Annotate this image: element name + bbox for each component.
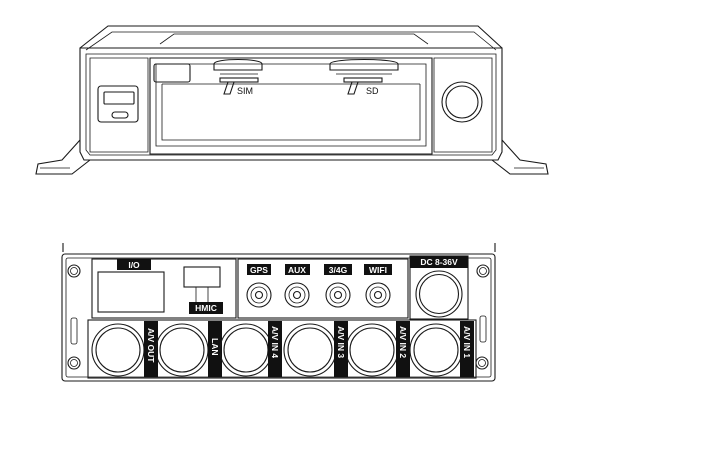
usb-port[interactable] <box>97 85 139 123</box>
aux-connector[interactable]: AUX <box>284 264 310 308</box>
wifi-label: WIFI <box>369 265 387 275</box>
lan-label: LAN <box>210 338 220 355</box>
sim-slot[interactable]: SIM <box>213 58 263 97</box>
av-in3-label: A/V IN 3 <box>336 326 346 358</box>
io-port[interactable]: I/O <box>97 259 165 313</box>
gps-label: GPS <box>250 265 268 275</box>
sd-slot[interactable]: SD <box>329 59 399 97</box>
dc-label: DC 8-36V <box>420 257 458 267</box>
front-panel-view: SIM SD <box>35 25 549 175</box>
screw-top-right <box>476 264 490 278</box>
g34-label: 3/4G <box>329 265 348 275</box>
av-in3-connector[interactable]: A/V IN 3 <box>283 321 348 377</box>
hmic-label: HMIC <box>195 303 217 313</box>
g34-connector[interactable]: 3/4G <box>324 264 352 308</box>
rear-panel-view: I/O HMIC GPS AUX 3/4G WIFI <box>61 243 496 382</box>
io-label: I/O <box>128 260 140 270</box>
screw-top-left <box>67 264 81 278</box>
dc-power-connector[interactable]: DC 8-36V <box>409 255 469 320</box>
av-in1-label: A/V IN 1 <box>462 326 472 358</box>
screw-bottom-right <box>475 356 489 370</box>
av-in4-connector[interactable]: A/V IN 4 <box>219 321 282 377</box>
aux-label: AUX <box>288 265 306 275</box>
hmic-port[interactable]: HMIC <box>183 266 223 314</box>
screw-bottom-left <box>67 356 81 370</box>
front-round-connector[interactable] <box>441 81 483 123</box>
av-in2-label: A/V IN 2 <box>398 326 408 358</box>
av-out-connector[interactable]: A/V OUT <box>91 321 158 377</box>
av-in4-label: A/V IN 4 <box>270 326 280 358</box>
sim-label: SIM <box>237 86 253 96</box>
gps-connector[interactable]: GPS <box>246 264 272 308</box>
wifi-connector[interactable]: WIFI <box>364 264 392 308</box>
sd-label: SD <box>366 86 379 96</box>
lan-connector[interactable]: LAN <box>155 321 222 377</box>
av-in1-connector[interactable]: A/V IN 1 <box>409 321 474 377</box>
av-in2-connector[interactable]: A/V IN 2 <box>345 321 410 377</box>
av-out-label: A/V OUT <box>146 328 156 363</box>
